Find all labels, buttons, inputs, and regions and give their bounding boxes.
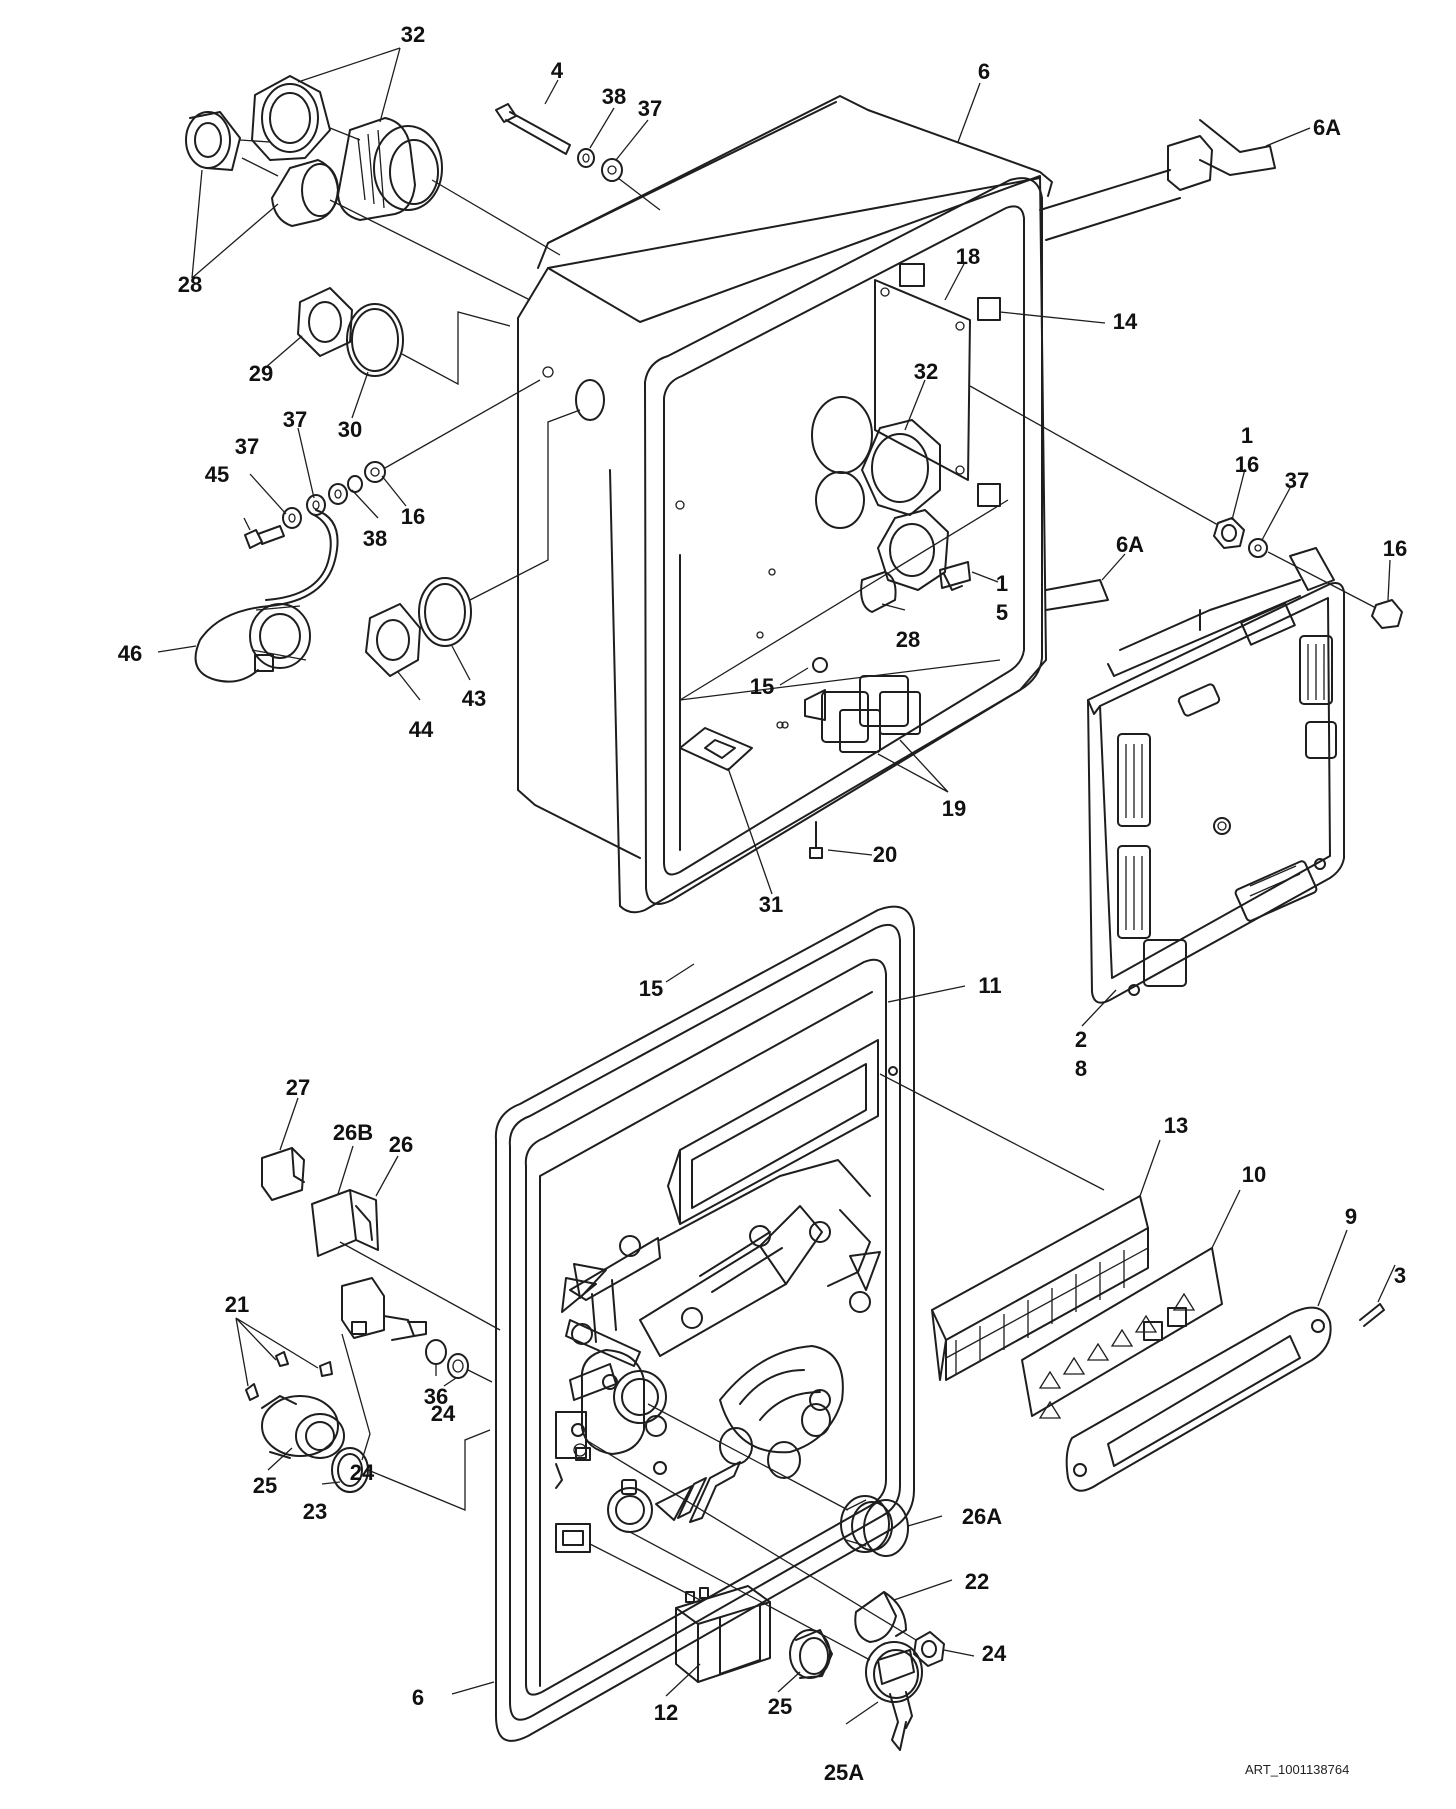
callout-21: 21 bbox=[225, 1292, 249, 1317]
callout-16-right-a: 16 bbox=[1235, 452, 1259, 477]
callout-43: 43 bbox=[462, 686, 486, 711]
callout-24-right: 24 bbox=[982, 1641, 1007, 1666]
callout-31: 31 bbox=[759, 892, 783, 917]
callout-37-top: 37 bbox=[638, 96, 662, 121]
callout-15-low: 15 bbox=[639, 976, 663, 1001]
top-fittings bbox=[185, 75, 661, 301]
callout-26: 26 bbox=[389, 1132, 413, 1157]
display-overlay bbox=[879, 1073, 1396, 1492]
callout-45: 45 bbox=[205, 462, 229, 487]
callout-13: 13 bbox=[1164, 1113, 1188, 1138]
callout-37-left-b: 37 bbox=[235, 434, 259, 459]
controller-module bbox=[969, 385, 1403, 1004]
left-panel-components bbox=[245, 1147, 501, 1511]
callout-37-left-a: 37 bbox=[283, 407, 307, 432]
callout-18: 18 bbox=[956, 244, 980, 269]
callout-19: 19 bbox=[942, 796, 966, 821]
callout-6a-mid: 6A bbox=[1116, 532, 1144, 557]
enclosure-box bbox=[517, 95, 1276, 914]
callout-38-left: 38 bbox=[363, 526, 387, 551]
callout-26b: 26B bbox=[333, 1120, 373, 1145]
callout-11: 11 bbox=[978, 973, 1001, 998]
callout-4: 4 bbox=[551, 58, 564, 83]
callout-24-mid: 24 bbox=[431, 1401, 456, 1426]
callout-3: 3 bbox=[1394, 1263, 1406, 1288]
callout-1-right: 1 bbox=[1241, 423, 1253, 448]
callout-37-right: 37 bbox=[1285, 468, 1309, 493]
callout-6-bottom: 6 bbox=[412, 1685, 424, 1710]
callout-23: 23 bbox=[303, 1499, 327, 1524]
callout-46: 46 bbox=[118, 641, 142, 666]
callout-20: 20 bbox=[873, 842, 897, 867]
art-identifier: ART_1001138764 bbox=[1245, 1762, 1350, 1777]
callout-1-mid: 1 bbox=[996, 571, 1008, 596]
callout-9: 9 bbox=[1345, 1204, 1357, 1229]
callout-6a-top: 6A bbox=[1313, 115, 1341, 140]
callout-2: 2 bbox=[1075, 1027, 1087, 1052]
callout-30: 30 bbox=[338, 417, 362, 442]
callout-29: 29 bbox=[249, 361, 273, 386]
callout-15-mid: 15 bbox=[750, 674, 774, 699]
lower-parts bbox=[585, 1403, 945, 1751]
callout-14: 14 bbox=[1113, 309, 1138, 334]
callout-32-top: 32 bbox=[401, 22, 425, 47]
callout-28-mid: 28 bbox=[896, 627, 920, 652]
callout-labels: 32 4 38 37 6 6A 28 18 14 29 30 32 37 37 … bbox=[118, 22, 1407, 1785]
callout-22: 22 bbox=[965, 1569, 989, 1594]
callout-25-left: 25 bbox=[253, 1473, 277, 1498]
callout-26a: 26A bbox=[962, 1504, 1002, 1529]
callout-12: 12 bbox=[654, 1700, 678, 1725]
callout-25-mid: 25 bbox=[768, 1694, 792, 1719]
callout-10: 10 bbox=[1242, 1162, 1266, 1187]
callout-28-top: 28 bbox=[178, 272, 202, 297]
callout-6-top: 6 bbox=[978, 59, 990, 84]
callout-44: 44 bbox=[409, 717, 434, 742]
callout-25a: 25A bbox=[824, 1760, 864, 1785]
callout-38-top: 38 bbox=[602, 84, 626, 109]
callout-16-right-b: 16 bbox=[1383, 536, 1407, 561]
control-panel-face bbox=[494, 905, 915, 1742]
left-hardware bbox=[194, 287, 581, 683]
callout-16-left: 16 bbox=[401, 504, 425, 529]
callout-32-mid: 32 bbox=[914, 359, 938, 384]
callout-8: 8 bbox=[1075, 1056, 1087, 1081]
callout-24-left: 24 bbox=[350, 1460, 375, 1485]
leader-lines bbox=[157, 47, 1391, 1725]
callout-5: 5 bbox=[996, 600, 1008, 625]
callout-36: 36 bbox=[424, 1384, 448, 1409]
callout-27: 27 bbox=[286, 1075, 310, 1100]
